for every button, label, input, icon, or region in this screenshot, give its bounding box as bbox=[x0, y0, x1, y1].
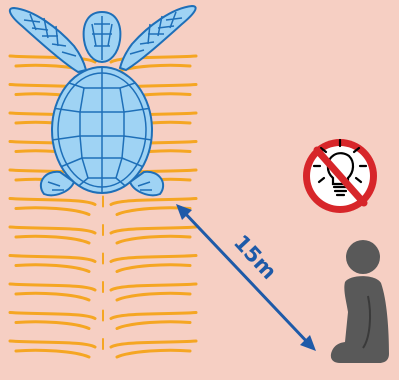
no-flashlight-icon bbox=[303, 139, 377, 213]
